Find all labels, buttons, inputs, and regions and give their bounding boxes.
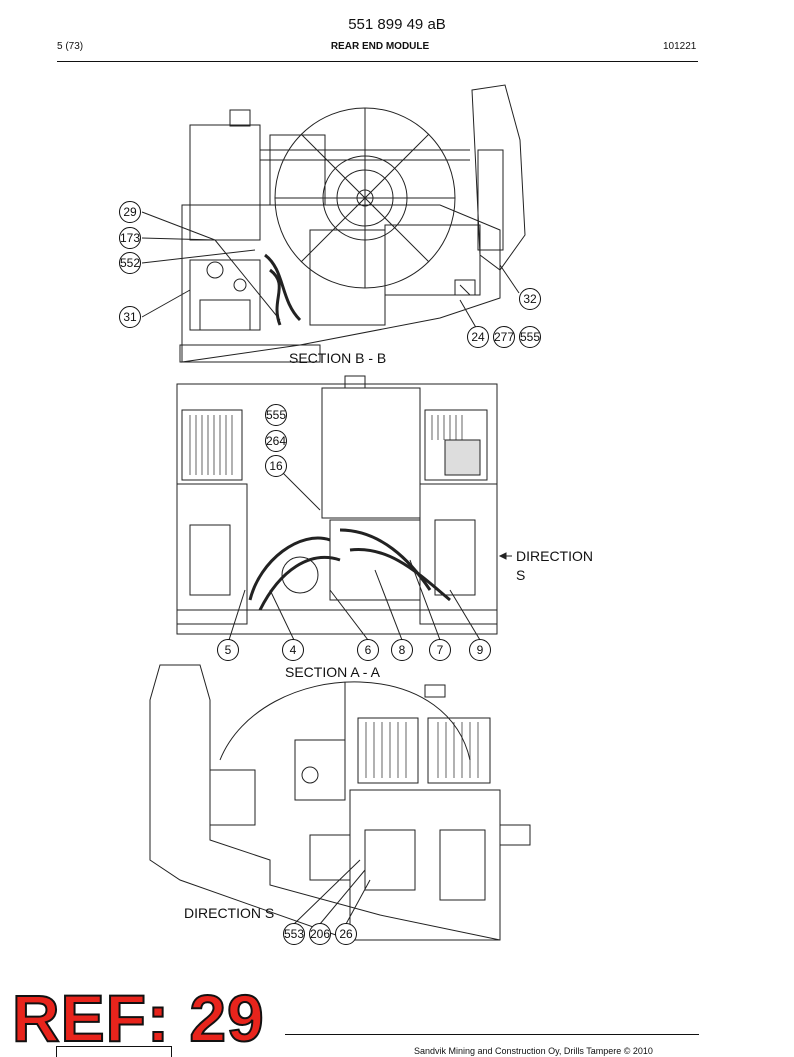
direction-s-title: DIRECTION S — [184, 905, 275, 921]
callout-555-bb: 555 — [519, 326, 541, 348]
section-bb-title: SECTION B - B — [289, 350, 387, 366]
callout-4: 4 — [282, 639, 304, 661]
callout-206: 206 — [309, 923, 331, 945]
callout-29: 29 — [119, 201, 141, 223]
document-number: 551 899 49 aB — [348, 16, 446, 33]
callout-7: 7 — [429, 639, 451, 661]
section-aa-title: SECTION A - A — [285, 664, 380, 680]
module-title: REAR END MODULE — [330, 41, 430, 52]
callout-277: 277 — [493, 326, 515, 348]
logo-frame — [56, 1046, 172, 1057]
callout-24: 24 — [467, 326, 489, 348]
callout-173: 173 — [119, 227, 141, 249]
section-bb-drawing — [141, 84, 526, 363]
direction-s-drawing — [149, 664, 531, 941]
footer-copyright: Sandvik Mining and Construction Oy, Dril… — [414, 1046, 653, 1056]
callout-552: 552 — [119, 252, 141, 274]
footer-rule — [285, 1034, 699, 1035]
callout-16: 16 — [265, 455, 287, 477]
callout-264: 264 — [265, 430, 287, 452]
direction-label: DIRECTION — [516, 548, 593, 564]
callout-26: 26 — [335, 923, 357, 945]
callout-553: 553 — [283, 923, 305, 945]
direction-label-letter: S — [516, 567, 526, 583]
document-date: 101221 — [663, 41, 697, 52]
callout-6: 6 — [357, 639, 379, 661]
callout-5: 5 — [217, 639, 239, 661]
page-count: 5 (73) — [57, 41, 84, 52]
callout-9: 9 — [469, 639, 491, 661]
section-aa-drawing — [176, 375, 512, 641]
header-rule — [57, 61, 698, 62]
reference-stamp: REF: 29 — [11, 981, 265, 1055]
callout-31: 31 — [119, 306, 141, 328]
callout-555-aa: 555 — [265, 404, 287, 426]
callout-32: 32 — [519, 288, 541, 310]
callout-8: 8 — [391, 639, 413, 661]
